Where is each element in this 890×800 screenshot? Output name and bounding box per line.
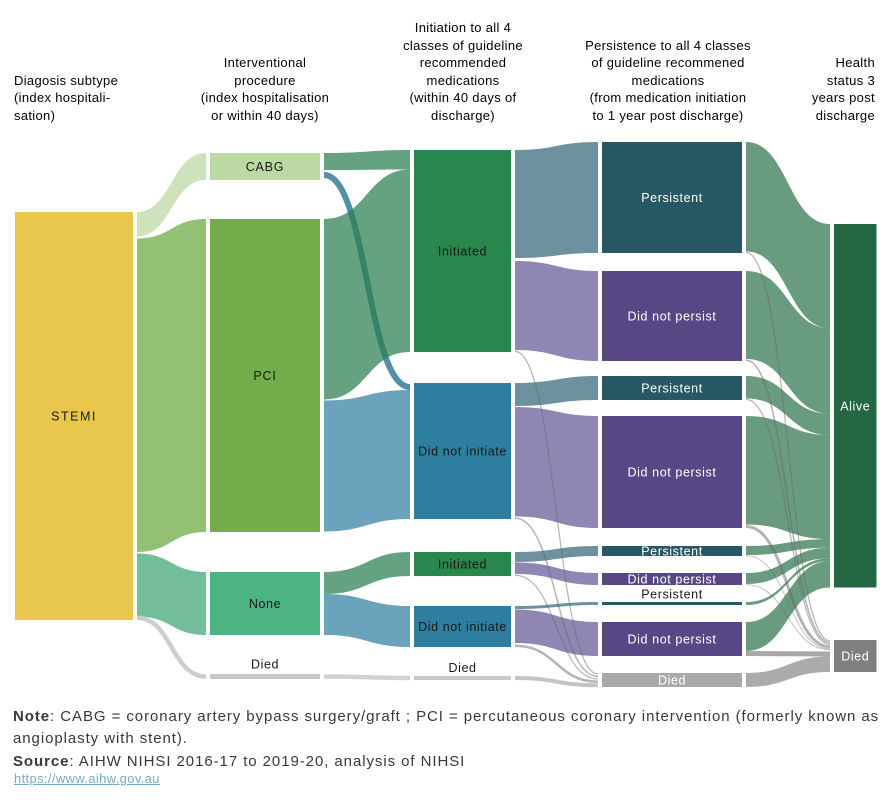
svg-text:Did not persist: Did not persist bbox=[628, 633, 717, 647]
svg-text:Persistent: Persistent bbox=[641, 588, 703, 602]
svg-text:STEMI: STEMI bbox=[51, 410, 97, 424]
svg-text:Persistent: Persistent bbox=[641, 191, 703, 205]
svg-text:Initiated: Initiated bbox=[438, 245, 487, 259]
svg-text:Did not initiate: Did not initiate bbox=[418, 620, 507, 634]
svg-text:Did not persist: Did not persist bbox=[628, 466, 717, 480]
svg-text:None: None bbox=[249, 597, 281, 611]
svg-text:Died: Died bbox=[448, 661, 476, 675]
svg-text:Did not persist: Did not persist bbox=[628, 310, 717, 324]
svg-text:Alive: Alive bbox=[840, 399, 870, 413]
svg-text:Persistent: Persistent bbox=[641, 382, 703, 396]
svg-text:Initiated: Initiated bbox=[438, 558, 487, 572]
svg-text:CABG: CABG bbox=[246, 160, 285, 174]
svg-text:Died: Died bbox=[658, 674, 686, 688]
svg-text:Persistent: Persistent bbox=[641, 545, 703, 559]
svg-text:Died: Died bbox=[251, 658, 279, 672]
svg-text:Died: Died bbox=[841, 650, 869, 664]
svg-text:Did not persist: Did not persist bbox=[628, 573, 717, 587]
svg-text:Did not initiate: Did not initiate bbox=[418, 445, 507, 459]
svg-text:PCI: PCI bbox=[253, 369, 276, 383]
